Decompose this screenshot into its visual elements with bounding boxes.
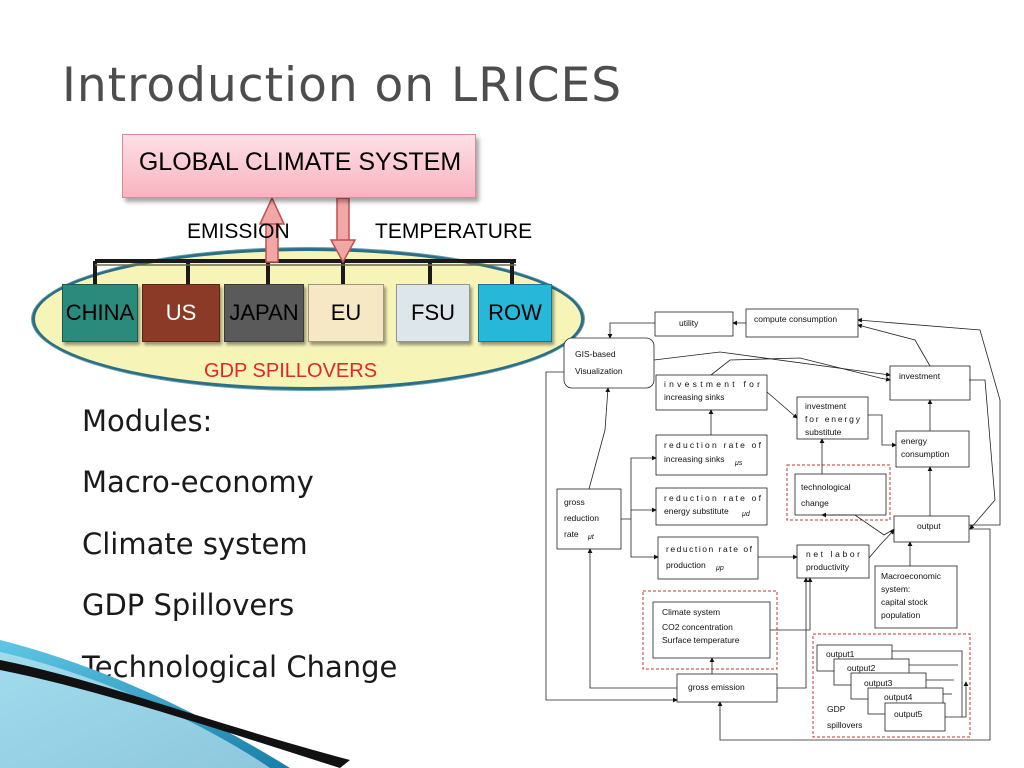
red-sinks-text-1: reduction rate of [664, 440, 762, 450]
gross-reduction-symbol: μt [587, 534, 595, 541]
inv-sinks-text-1: investment for [664, 379, 760, 389]
tech-change-box [794, 473, 887, 516]
inv-energy-text-3: substitute [805, 427, 842, 437]
gdp-text-2: spillovers [827, 720, 862, 730]
macro-text-4: population [881, 610, 921, 620]
decorative-corner-wave [0, 640, 350, 768]
region-fsu: FSU [396, 284, 470, 342]
red-energy-box [655, 487, 768, 526]
output4-text: output4 [884, 692, 913, 702]
region-eu: EU [308, 284, 384, 342]
climate-text-2: CO2 concentration [662, 622, 733, 632]
red-energy-text-1: reduction rate of [664, 493, 762, 503]
output3-text: output3 [864, 678, 893, 688]
red-sinks-symbol: μs [734, 460, 743, 467]
output-box [893, 515, 970, 543]
utility-text: utility [679, 318, 699, 328]
gross-reduction-box [556, 488, 622, 550]
gross-emission-text: gross emission [688, 682, 745, 692]
slide-title: Introduction on LRICES [62, 58, 623, 113]
red-production-text-1: reduction rate of [666, 544, 753, 554]
energy-consumption-text-1: energy [901, 436, 928, 446]
climate-text-1: Climate system [662, 607, 720, 617]
gross-reduction-text-3: rate [564, 529, 579, 539]
compute-consumption-box [745, 308, 859, 338]
region-us: US [142, 284, 220, 342]
tech-group-box [786, 464, 891, 521]
bullet-technological-change: Technological Change [82, 650, 398, 684]
macro-system-box [874, 565, 958, 629]
gis-text-2: Visualization [575, 366, 623, 376]
compute-consumption-text: compute consumption [754, 314, 837, 324]
inv-sinks-text-2: increasing sinks [664, 392, 724, 402]
red-production-text-2: production [666, 560, 706, 570]
tech-change-text-2: change [801, 498, 829, 508]
global-climate-label: GLOBAL CLIMATE SYSTEM [138, 148, 462, 176]
inv-energy-box [796, 396, 869, 440]
inv-energy-text-2: for energy [805, 414, 861, 424]
red-energy-text-2: energy substitute [664, 506, 729, 516]
gdp-spillovers-label: GDP SPILLOVERS [204, 360, 378, 382]
region-japan: JAPAN [224, 284, 304, 342]
bullet-macro-economy: Macro-economy [82, 465, 314, 499]
gross-reduction-text-2: reduction [564, 513, 599, 523]
macro-text-3: capital stock [881, 597, 929, 607]
climate-system-box [652, 601, 771, 659]
output1-text: output1 [826, 649, 855, 659]
temperature-label: TEMPERATURE [375, 220, 533, 243]
temperature-arrow [329, 197, 357, 264]
output2-text: output2 [847, 663, 876, 673]
region-china: CHINA [62, 284, 138, 342]
emission-label: EMISSION [187, 220, 290, 243]
emission-arrow [258, 196, 286, 263]
macro-text-2: system: [881, 584, 910, 594]
global-climate-box [122, 134, 476, 198]
bullet-modules: Modules: [82, 404, 213, 438]
energy-consumption-box [895, 430, 970, 468]
output5-box [884, 702, 946, 732]
climate-text-3: Surface temperature [662, 635, 740, 645]
output-text: output [917, 521, 941, 531]
red-production-symbol: μp [715, 565, 724, 572]
red-energy-symbol: μd [741, 511, 751, 518]
labor-productivity-box [796, 544, 870, 579]
red-production-box [657, 536, 759, 580]
tech-change-text-1: technological [801, 482, 851, 492]
gis-text-1: GIS-based [575, 349, 616, 359]
inv-energy-text-1: investment [805, 401, 847, 411]
investment-box [889, 365, 971, 401]
utility-box [654, 311, 734, 337]
bullet-climate-system: Climate system [82, 527, 308, 561]
region-row: ROW [478, 284, 552, 342]
macro-text-1: Macroeconomic [881, 571, 942, 581]
gis-box [563, 337, 655, 389]
model-flowchart: utility compute consumption GIS-based Vi… [545, 308, 1001, 741]
gross-reduction-text-1: gross [564, 497, 585, 507]
red-sinks-box [655, 434, 768, 476]
energy-consumption-text-2: consumption [901, 449, 949, 459]
labor-text-2: productivity [806, 562, 850, 572]
gdp-text-1: GDP [827, 704, 846, 714]
bullet-gdp-spillovers: GDP Spillovers [82, 588, 295, 622]
inv-sinks-box [655, 374, 768, 411]
output5-text: output5 [894, 709, 923, 719]
investment-text: investment [899, 371, 941, 381]
red-sinks-text-2: increasing sinks [664, 454, 724, 464]
connector-lines [93, 196, 516, 286]
